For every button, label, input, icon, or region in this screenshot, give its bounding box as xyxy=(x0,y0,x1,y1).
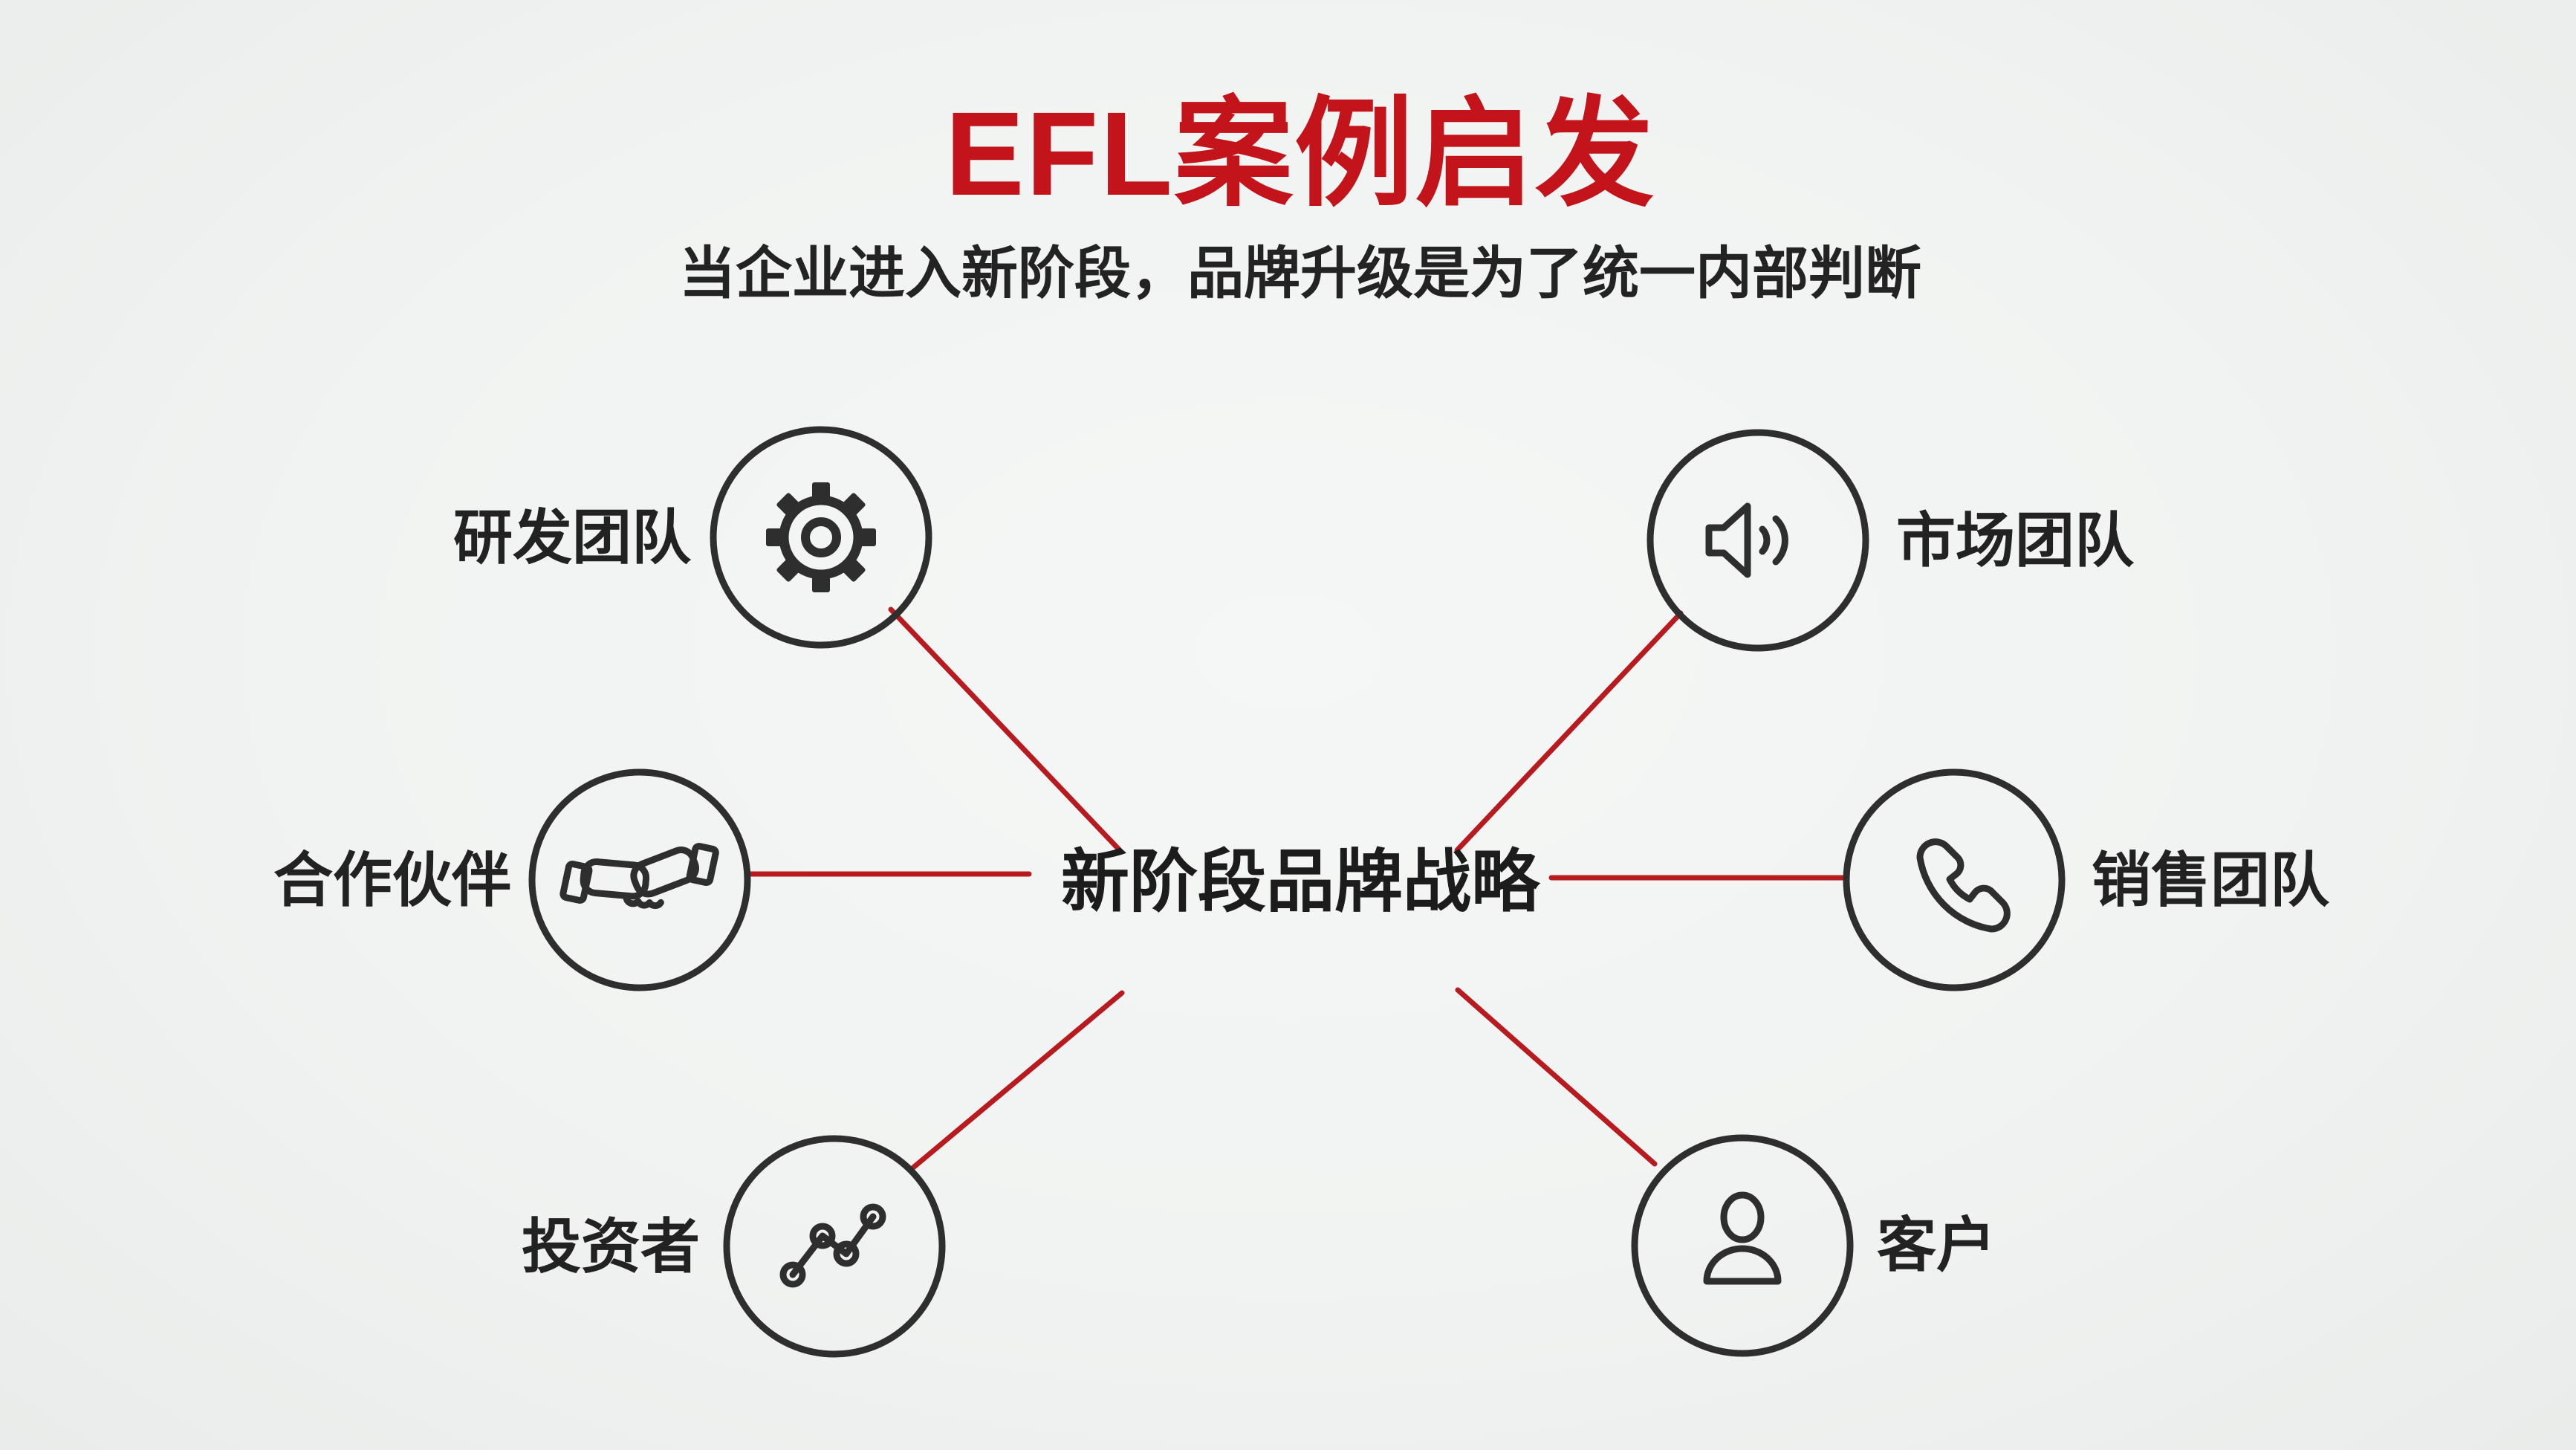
node-market-team: 市场团队 xyxy=(1647,429,2135,652)
handshake-icon xyxy=(559,843,719,910)
spoke-top-left xyxy=(888,606,1123,853)
speaker-icon xyxy=(1705,502,1788,578)
node-label: 市场团队 xyxy=(1896,508,2135,574)
spoke-bottom-left xyxy=(910,990,1125,1171)
hub-label: 新阶段品牌战略 xyxy=(1061,844,1541,920)
page-title: EFL案例启发 xyxy=(945,87,1655,220)
node-circle xyxy=(1843,768,2066,991)
node-partners: 合作伙伴 xyxy=(273,768,751,991)
node-investors: 投资者 xyxy=(522,1135,946,1358)
node-customers: 客户 xyxy=(1631,1134,1996,1357)
node-label: 合作伙伴 xyxy=(273,847,511,913)
node-sales-team: 销售团队 xyxy=(1843,768,2330,991)
node-rd-team: 研发团队 xyxy=(453,426,932,649)
node-circle xyxy=(710,426,932,649)
node-label: 研发团队 xyxy=(453,505,692,571)
node-label: 投资者 xyxy=(522,1214,700,1280)
phone-icon xyxy=(1916,838,2011,933)
node-label: 销售团队 xyxy=(2092,847,2330,913)
spoke-bottom-right xyxy=(1455,987,1658,1167)
spoke-top-right xyxy=(1454,610,1684,853)
node-label: 客户 xyxy=(1877,1212,1996,1278)
page-subtitle: 当企业进入新阶段，品牌升级是为了统一内部判断 xyxy=(679,242,1921,305)
node-circle xyxy=(1631,1134,1854,1357)
node-circle xyxy=(1647,429,1869,652)
node-circle xyxy=(723,1135,946,1358)
gear-icon xyxy=(766,482,876,592)
person-icon xyxy=(1703,1191,1782,1285)
trend-chart-icon xyxy=(779,1203,886,1288)
node-circle xyxy=(528,768,751,991)
